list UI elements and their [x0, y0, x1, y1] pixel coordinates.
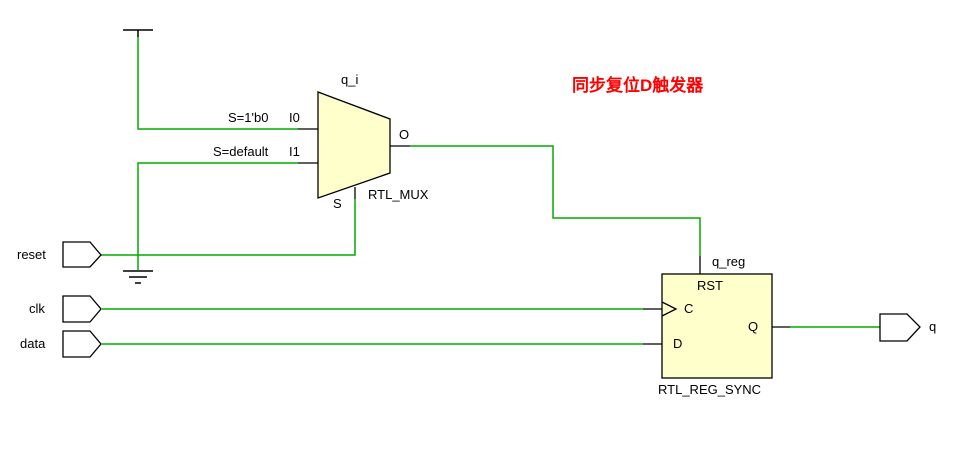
- port-reset-label: reset: [17, 247, 46, 262]
- port-clk-label: clk: [29, 301, 45, 316]
- register-pin-d-label: D: [673, 336, 683, 351]
- mux-pin-i1-label: I1: [289, 144, 300, 159]
- mux-pin-i0-label: I0: [289, 110, 300, 125]
- ground-icon: [123, 270, 153, 284]
- register-pin-c-label: C: [684, 301, 694, 316]
- power-symbol: [123, 29, 153, 37]
- wire-reset-to-s[interactable]: [100, 199, 356, 256]
- register-pin-q-label: Q: [748, 319, 759, 334]
- mux-cond-i0-label: S=1'b0: [228, 110, 269, 125]
- port-data-label: data: [20, 336, 46, 351]
- mux-instance-label: q_i: [341, 72, 359, 87]
- port-reset-shape[interactable]: [62, 241, 102, 268]
- register-pin-rst-label: RST: [697, 278, 723, 293]
- port-data-shape[interactable]: [62, 330, 102, 358]
- wire-mux-o-to-rst[interactable]: [410, 145, 701, 256]
- register-instance-label: q_reg: [712, 254, 746, 269]
- mux-pin-s-label: S: [333, 196, 342, 211]
- port-clk-shape[interactable]: [62, 295, 102, 323]
- annotation-title: 同步复位D触发器: [572, 76, 704, 95]
- mux-shape[interactable]: [317, 91, 391, 199]
- mux-pin-o-label: O: [399, 127, 410, 142]
- register-type-label: RTL_REG_SYNC: [658, 382, 762, 397]
- mux-cond-i1-label: S=default: [213, 144, 269, 159]
- port-q-label: q: [929, 319, 937, 334]
- wire-i1-to-ground[interactable]: [137, 162, 298, 270]
- clock-triangle-icon: [661, 301, 678, 317]
- mux-type-label: RTL_MUX: [368, 187, 429, 202]
- register-shape[interactable]: [661, 273, 773, 379]
- wire-const-to-i0[interactable]: [137, 37, 298, 130]
- port-q-shape[interactable]: [879, 313, 921, 342]
